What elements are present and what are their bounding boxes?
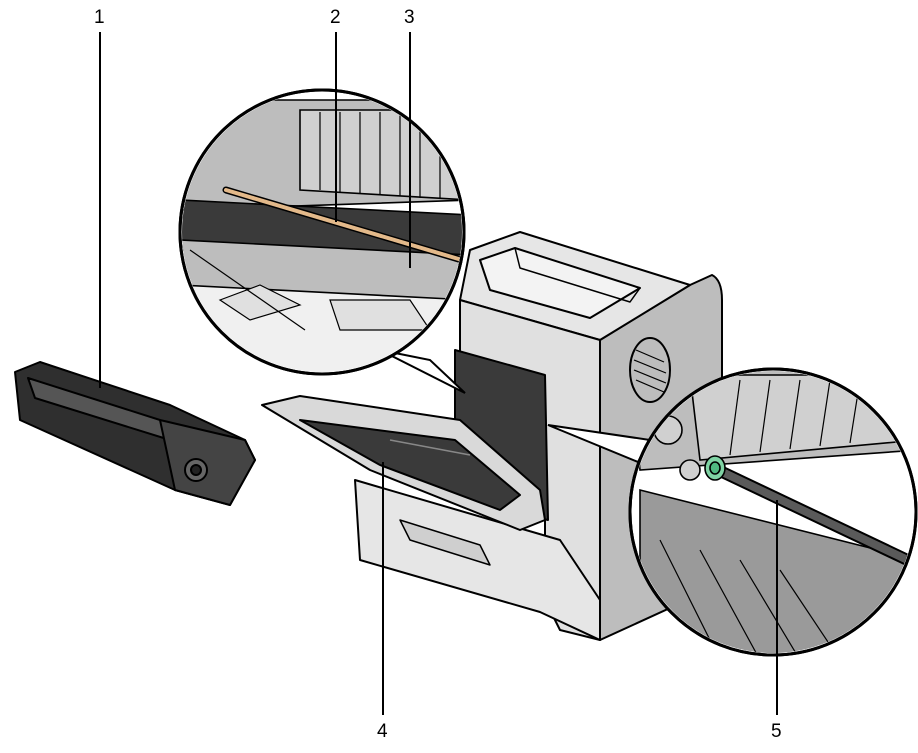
toner-cartridge [14,361,256,506]
leader-lines [99,32,778,715]
callout-3: 3 [404,7,415,28]
callout-2: 2 [330,7,341,28]
lower-zoom-inset [547,367,918,657]
callout-1: 1 [94,7,105,28]
front-cover [261,395,546,531]
callout-4: 4 [377,721,388,742]
upper-zoom-inset [178,88,466,394]
callout-5: 5 [771,721,782,742]
